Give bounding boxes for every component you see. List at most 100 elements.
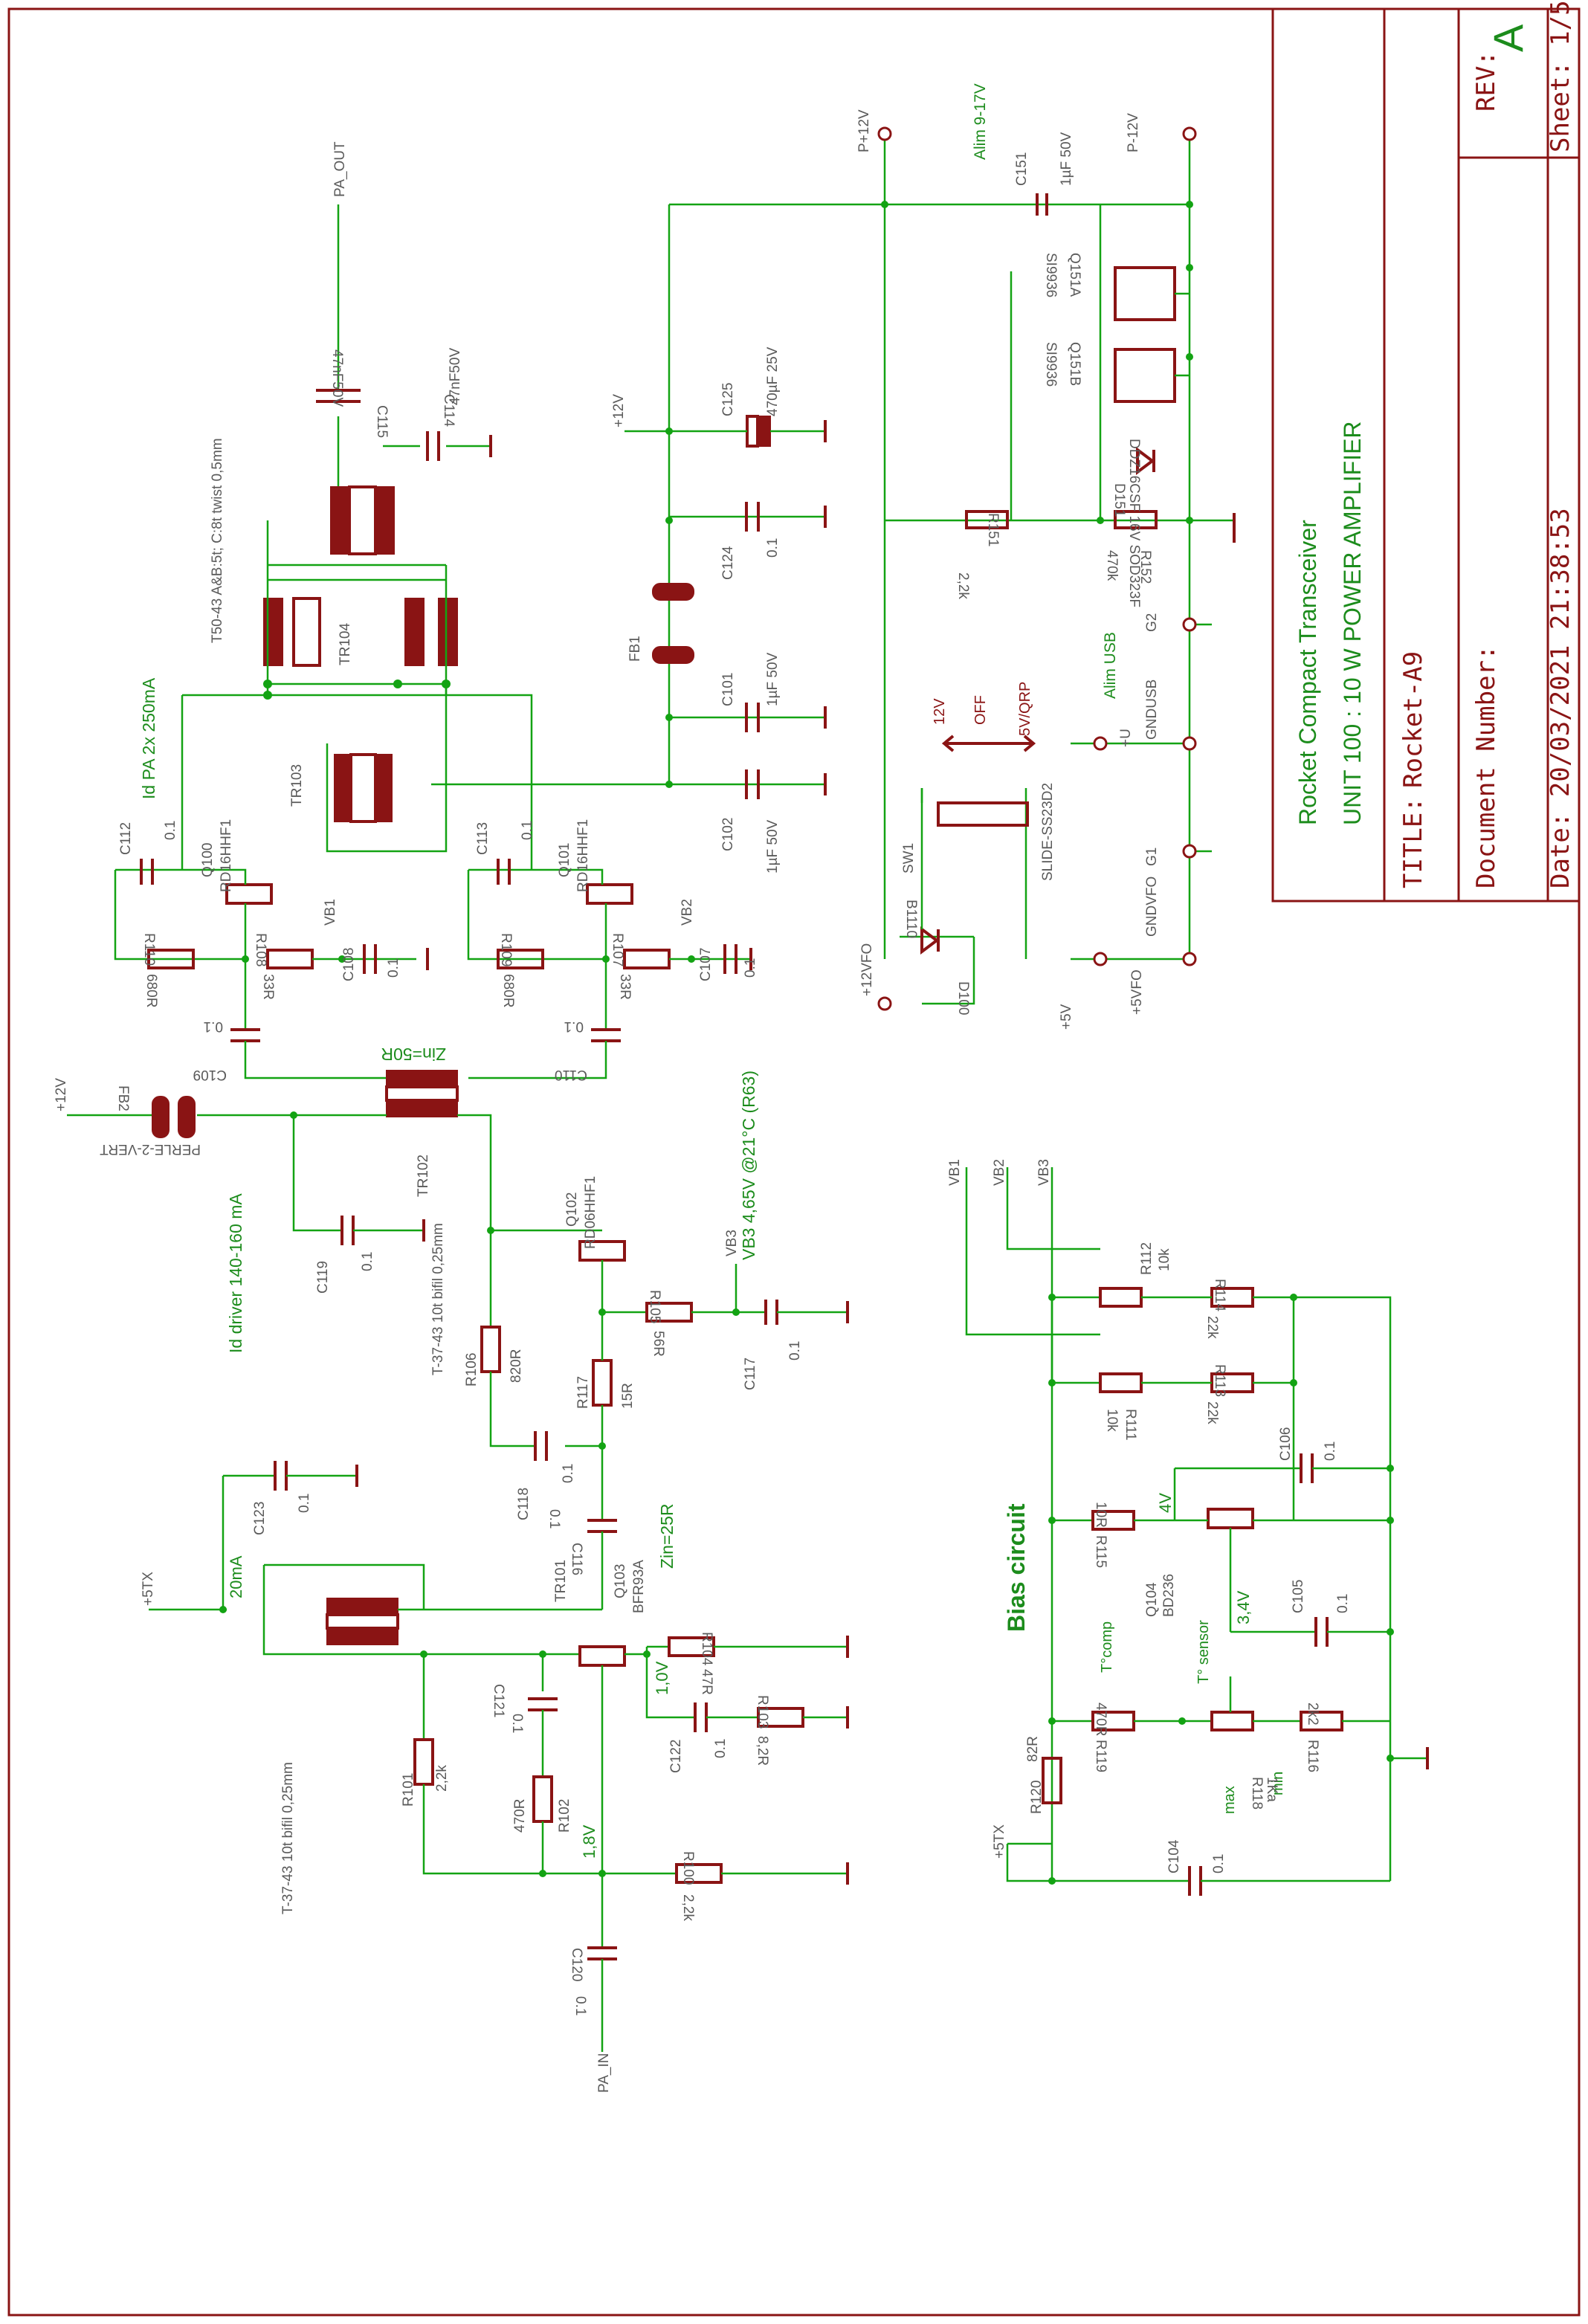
c125-value: 470µF 25V [765, 346, 781, 416]
c124-label: C124 [720, 546, 736, 580]
c109-value: 0.1 [204, 1019, 223, 1034]
c119-value: 0.1 [360, 1252, 375, 1271]
c113-value: 0.1 [520, 821, 535, 840]
d151-label: D151 [1111, 483, 1127, 517]
tsensor-note: T° sensor [1195, 1620, 1212, 1684]
fb2-value: PERLE-2-VERT [100, 1141, 201, 1157]
current-20ma-note: 20mA [227, 1555, 245, 1598]
r114-value: 22k [1204, 1316, 1220, 1339]
si9936b-label: SI9936 [1043, 342, 1059, 387]
r106-label: R106 [464, 1353, 480, 1387]
r119-label: R119 [1093, 1740, 1108, 1772]
pm12v-net: P-12V [1126, 113, 1141, 152]
r116-label: R116 [1305, 1740, 1320, 1772]
gndusb-net: GNDUSB [1144, 680, 1160, 740]
title-value: Rocket-A9 [1398, 651, 1428, 788]
switch-5v-label: 5V/QRP [1017, 682, 1033, 736]
vb3-net-a: VB3 [724, 1230, 740, 1256]
id-pa-note: Id PA 2x 250mA [139, 677, 158, 799]
c105-label: C105 [1291, 1580, 1306, 1613]
r106-value: 820R [509, 1349, 524, 1383]
tcomp-note: T°comp [1099, 1621, 1115, 1673]
tr102-label: TR102 [416, 1155, 431, 1197]
project-title: Rocket Compact Transceiver [1294, 520, 1321, 825]
voltage-1v0-note: 1,0V [653, 1661, 671, 1695]
vb3-net: VB3 [1036, 1159, 1052, 1186]
q100-value: RD16HHF1 [219, 819, 234, 892]
q104-label: Q104 [1144, 1582, 1160, 1617]
c115-label: C115 [374, 405, 390, 438]
c107-value: 0.1 [743, 958, 758, 978]
vb2-net-a: VB2 [680, 899, 695, 926]
r114-label: R114 [1212, 1279, 1227, 1311]
c105-value: 0.1 [1335, 1594, 1351, 1613]
p12v-net: P+12V [856, 109, 872, 152]
r110-value: 680R [143, 974, 159, 1007]
c109-label: C109 [193, 1067, 227, 1082]
r103-label: R103 [755, 1695, 770, 1729]
gndvfo-net: GNDVFO [1144, 877, 1160, 937]
vb1-net: VB1 [947, 1159, 963, 1186]
r119-value: 470R [1093, 1702, 1108, 1736]
vb3-note: VB3 4,65V @21°C (R63) [739, 1071, 758, 1260]
zin-50r-note: Zin=50R [381, 1045, 446, 1064]
q103-value: BFR93A [631, 1560, 647, 1613]
tr101-note: T-37-43 10t bifil 0,25mm [280, 1762, 296, 1914]
c114-label: C114 [441, 394, 456, 427]
c116-value: 0.1 [546, 1509, 562, 1529]
pa-in-net: PA_IN [596, 2053, 612, 2093]
c106-value: 0.1 [1323, 1442, 1338, 1461]
g1-net: G1 [1144, 848, 1160, 866]
pot-min-note: min [1270, 1772, 1286, 1795]
tr104-label: TR104 [338, 623, 353, 665]
c123-value: 0.1 [297, 1494, 312, 1513]
r115-label: R115 [1093, 1535, 1108, 1568]
c151-label: C151 [1014, 152, 1030, 186]
switch-off-label: OFF [972, 695, 989, 725]
amplifier-section [67, 204, 849, 2052]
pa-out-net: PA_OUT [332, 141, 348, 197]
r152-label: R152 [1137, 550, 1153, 584]
zin-25r-note: Zin=25R [657, 1503, 677, 1569]
c119-label: C119 [315, 1261, 331, 1294]
c108-value: 0.1 [386, 958, 401, 978]
r102-value: 470R [512, 1799, 528, 1833]
document-number-label: Document Number: [1471, 645, 1501, 888]
r118-label: R118 [1249, 1777, 1265, 1810]
alim-note: Alim 9-17V [972, 83, 989, 160]
c108-label: C108 [341, 948, 357, 981]
c118-label: C118 [516, 1488, 532, 1520]
q104-value: BD236 [1161, 1574, 1177, 1617]
c151-value: 1µF 50V [1059, 132, 1074, 186]
sheet-frame [7, 7, 1581, 2317]
v5v-net: +5V [1059, 1004, 1074, 1030]
r113-label: R113 [1212, 1364, 1227, 1397]
r117-value: 15R [620, 1383, 636, 1409]
r110-label: R110 [141, 933, 157, 966]
r101-value: 2,2k [434, 1765, 450, 1792]
sheet-number: Sheet: 1/5 [1546, 0, 1575, 152]
q102-value: RD06HHF1 [583, 1176, 598, 1249]
q103-label: Q103 [613, 1564, 628, 1598]
q151a-label: Q151A [1067, 253, 1082, 297]
c101-value: 1µF 50V [765, 652, 781, 706]
voltage-1v8-note: 1,8V [580, 1824, 598, 1859]
q101-label: Q101 [557, 843, 572, 877]
v12vfo-net: +12VFO [859, 943, 875, 996]
c118-value: 0.1 [561, 1464, 576, 1483]
c102-value: 1µF 50V [765, 819, 781, 874]
c121-label: C121 [491, 1684, 506, 1717]
v5vfo-net: +5VFO [1129, 969, 1145, 1015]
v12-fb2-net: +12V [54, 1078, 69, 1111]
r112-value: 10k [1157, 1248, 1172, 1271]
c113-label: C113 [475, 822, 491, 855]
r113-value: 22k [1204, 1401, 1220, 1424]
r151-label: R151 [985, 513, 1001, 546]
c122-label: C122 [668, 1740, 684, 1773]
unit-title: UNIT 100 : 10 W POWER AMPLIFIER [1339, 421, 1366, 825]
r100-label: R100 [680, 1851, 696, 1885]
r111-value: 10k [1104, 1409, 1120, 1432]
r152-value: 470k [1104, 550, 1120, 581]
c125-label: C125 [720, 383, 736, 416]
c117-label: C117 [743, 1358, 758, 1390]
